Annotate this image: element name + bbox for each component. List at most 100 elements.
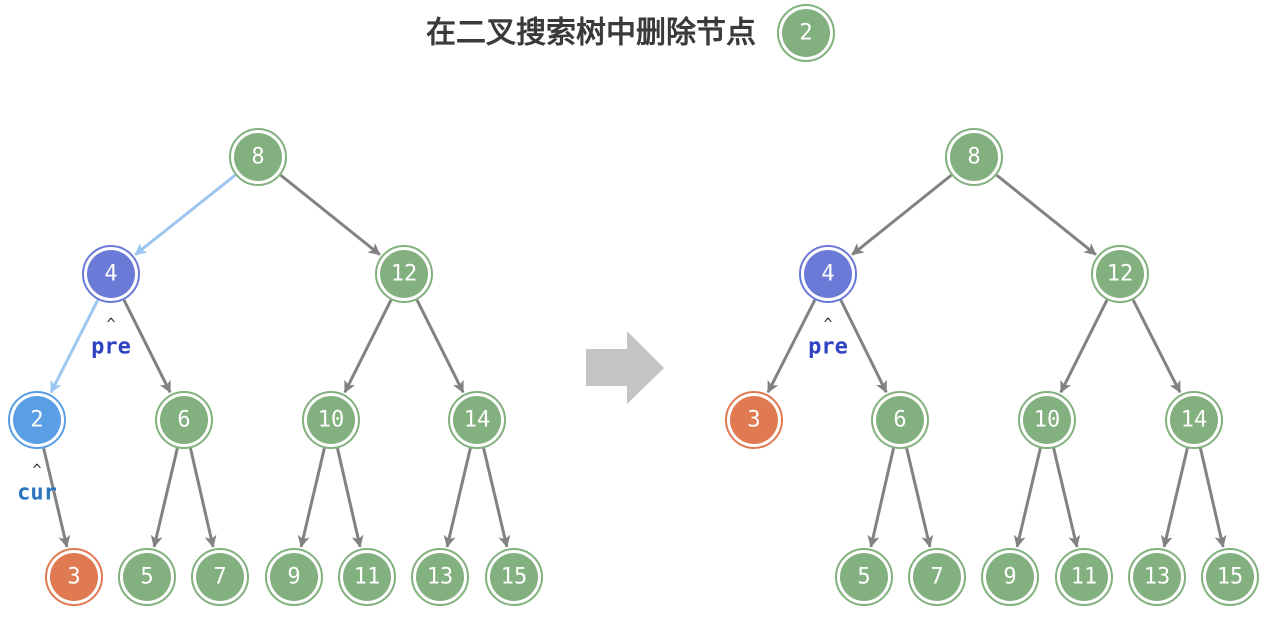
node-label: 4 <box>821 262 834 287</box>
edge-12-14 <box>1131 299 1182 394</box>
node-9: 9 <box>981 548 1039 606</box>
node-circle <box>730 396 778 444</box>
edge-6-5 <box>867 447 895 548</box>
node-circle <box>1023 396 1071 444</box>
node-14: 14 <box>448 391 506 449</box>
node-label: 10 <box>318 408 345 433</box>
edge-8-12 <box>279 173 381 256</box>
node-8: 8 <box>945 128 1003 186</box>
node-label: 7 <box>930 565 943 590</box>
node-circle <box>876 396 924 444</box>
node-4: 4 <box>82 245 140 303</box>
edge-8-4 <box>134 173 237 256</box>
node-circle <box>160 396 208 444</box>
node-circle <box>270 553 318 601</box>
node-6: 6 <box>155 391 213 449</box>
node-label: 15 <box>1217 565 1244 590</box>
tree-pointers: ^ pre <box>808 315 848 360</box>
node-label: 14 <box>464 408 491 433</box>
node-5: 5 <box>835 548 893 606</box>
node-circle <box>804 250 852 298</box>
node-3: 3 <box>45 548 103 606</box>
edge-4-6 <box>122 299 172 394</box>
node-circle <box>840 553 888 601</box>
node-circle <box>416 553 464 601</box>
node-label: 10 <box>1034 408 1061 433</box>
edge-4-6 <box>839 299 888 394</box>
node-label: 11 <box>1071 565 1098 590</box>
edge-10-11 <box>1052 447 1081 548</box>
node-label: 6 <box>177 408 190 433</box>
node-7: 7 <box>191 548 249 606</box>
node-circle <box>196 553 244 601</box>
node-circle <box>453 396 501 444</box>
cur-pointer: ^cur <box>17 461 57 506</box>
title: 在二叉搜索树中删除节点 2 <box>426 4 835 62</box>
title-node-value: 2 <box>799 21 812 46</box>
node-6: 6 <box>871 391 929 449</box>
node-11: 11 <box>338 548 396 606</box>
pointer-label: pre <box>808 335 848 360</box>
node-5: 5 <box>118 548 176 606</box>
node-label: 13 <box>1144 565 1171 590</box>
node-circle <box>913 553 961 601</box>
node-label: 13 <box>427 565 454 590</box>
edge-6-5 <box>150 447 179 548</box>
title-text: 在二叉搜索树中删除节点 <box>426 16 756 51</box>
node-circle <box>950 133 998 181</box>
edge-14-15 <box>1199 447 1227 548</box>
transition-arrow <box>586 331 664 404</box>
node-circle <box>13 396 61 444</box>
edge-4-2 <box>49 299 100 394</box>
node-label: 3 <box>67 565 80 590</box>
node-circle <box>234 133 282 181</box>
node-circle <box>380 250 428 298</box>
node-circle <box>307 396 355 444</box>
node-15: 15 <box>1201 548 1259 606</box>
pointer-caret: ^ <box>823 315 832 333</box>
pointer-caret: ^ <box>32 461 41 479</box>
edge-4-3 <box>766 299 817 394</box>
pointer-caret: ^ <box>106 315 115 333</box>
node-circle <box>50 553 98 601</box>
title-node-badge: 2 <box>777 4 835 62</box>
node-label: 7 <box>213 565 226 590</box>
node-circle <box>1060 553 1108 601</box>
node-7: 7 <box>908 548 966 606</box>
node-11: 11 <box>1055 548 1113 606</box>
edge-10-9 <box>297 447 326 548</box>
node-circle <box>123 553 171 601</box>
node-label: 5 <box>140 565 153 590</box>
node-label: 11 <box>354 565 381 590</box>
node-circle <box>986 553 1034 601</box>
node-15: 15 <box>485 548 543 606</box>
tree-after-delete: 8 4 12 3 6 10 14 5 7 9 11 13 15 ^ pre <box>725 128 1259 606</box>
edge-14-13 <box>443 447 472 548</box>
edge-14-15 <box>482 447 511 548</box>
node-10: 10 <box>302 391 360 449</box>
node-label: 9 <box>287 565 300 590</box>
node-circle <box>1206 553 1254 601</box>
pre-pointer: ^pre <box>91 315 131 360</box>
node-13: 13 <box>1128 548 1186 606</box>
node-label: 4 <box>104 262 117 287</box>
edge-10-11 <box>336 447 364 548</box>
node-circle <box>1133 553 1181 601</box>
node-14: 14 <box>1165 391 1223 449</box>
node-3: 3 <box>725 391 783 449</box>
node-circle <box>1096 250 1144 298</box>
node-label: 5 <box>857 565 870 590</box>
tree-nodes: 8 4 12 3 6 10 14 5 7 9 11 13 15 <box>725 128 1259 606</box>
node-label: 2 <box>30 408 43 433</box>
tree-pointers: ^pre ^cur <box>17 315 131 506</box>
node-2: 2 <box>8 391 66 449</box>
node-label: 3 <box>747 408 760 433</box>
edge-12-14 <box>415 299 465 394</box>
node-label: 12 <box>1107 262 1134 287</box>
node-9: 9 <box>265 548 323 606</box>
node-label: 14 <box>1181 408 1208 433</box>
node-8: 8 <box>229 128 287 186</box>
